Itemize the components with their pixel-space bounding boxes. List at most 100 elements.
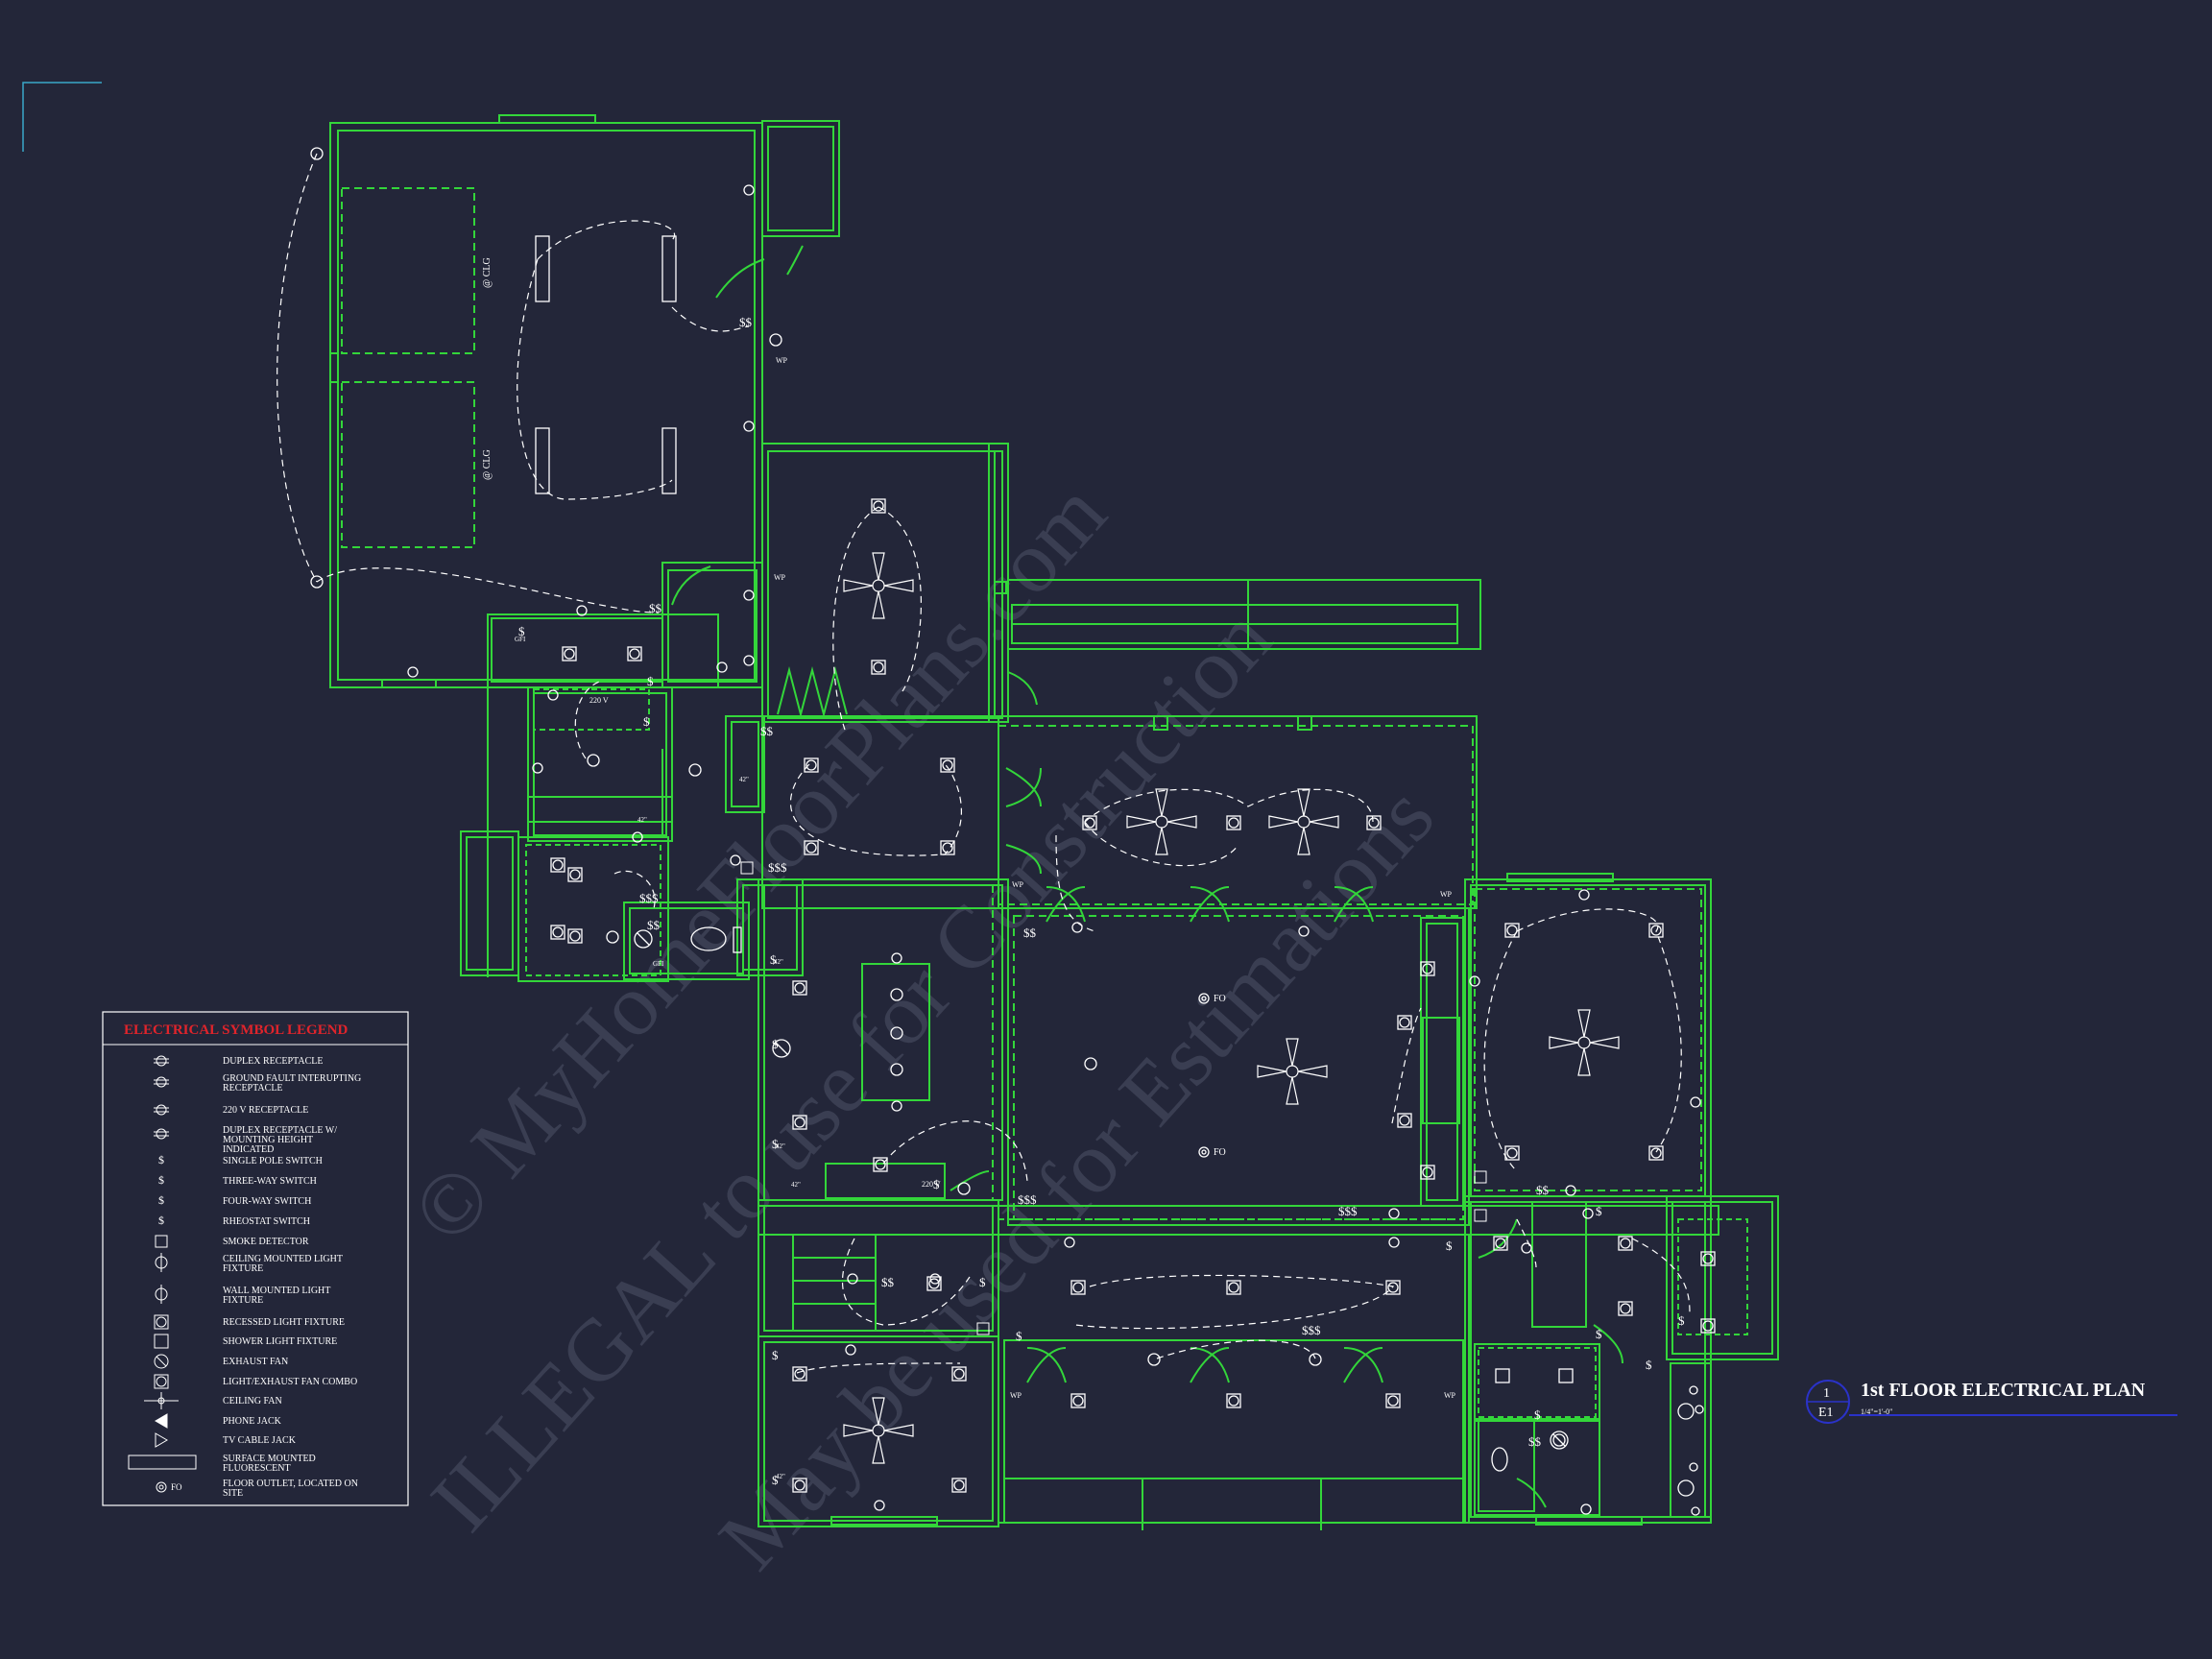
duplex-receptacle-height-icon — [154, 1128, 169, 1140]
electrical-symbol-legend: ELECTRICAL SYMBOL LEGEND DUPLEX RECEPTAC… — [102, 1011, 409, 1506]
svg-text:$: $ — [1646, 1358, 1652, 1372]
svg-text:$: $ — [979, 1275, 986, 1289]
recessed-light-icon — [154, 1314, 169, 1330]
legend-row: PHONE JACK — [155, 1413, 282, 1429]
legend-label: SMOKE DETECTOR — [223, 1237, 309, 1247]
svg-text:$: $ — [1446, 1238, 1453, 1253]
gfi-receptacle-icon — [154, 1076, 169, 1088]
clg-label-1: @ CLG — [482, 257, 493, 288]
shower-light-icon — [154, 1334, 169, 1349]
h42-label-6: 42" — [791, 1181, 801, 1189]
svg-text:$: $ — [933, 1177, 940, 1191]
legend-row: $ THREE-WAY SWITCH — [158, 1173, 317, 1187]
svg-text:$: $ — [1678, 1313, 1685, 1328]
wp-label-4: WP — [1440, 890, 1453, 899]
legend-row: TV CABLE JACK — [155, 1432, 297, 1448]
clg-label-2: @ CLG — [482, 449, 493, 480]
floor-outlet-fo-label: FO — [171, 1482, 182, 1492]
wp-label-5: WP — [1010, 1391, 1022, 1400]
floor-plan-walls — [329, 114, 1779, 1530]
h42-label-2: 42" — [637, 816, 647, 824]
svg-text:$$: $$ — [1536, 1183, 1550, 1197]
sheet-number: 1 — [1823, 1386, 1830, 1401]
svg-text:$$$: $$$ — [768, 860, 787, 875]
ceiling-light-icon — [155, 1253, 168, 1272]
phone-jack-icon — [155, 1413, 168, 1429]
legend-row: DUPLEX RECEPTACLE — [154, 1055, 323, 1067]
gfi-label-1: GFI — [515, 636, 526, 643]
svg-text:$: $ — [772, 1348, 779, 1362]
svg-text:$$: $$ — [760, 724, 774, 738]
exhaust-fans — [634, 929, 1569, 1450]
legend-rows: DUPLEX RECEPTACLE GROUND FAULT INTERUPTIN… — [128, 1055, 361, 1499]
v220-label-1: 220 V — [589, 696, 609, 705]
wp-label-1: WP — [776, 356, 788, 365]
svg-text:$$$: $$$ — [1018, 1192, 1037, 1207]
svg-text:$: $ — [772, 1037, 779, 1051]
svg-text:$$: $$ — [1023, 926, 1037, 940]
svg-text:$: $ — [770, 952, 777, 967]
legend-row: $ SINGLE POLE SWITCH — [158, 1153, 323, 1166]
fluorescent-icon — [128, 1455, 197, 1470]
light-exhaust-fan-icon — [154, 1374, 169, 1389]
legend-label: THREE-WAY SWITCH — [223, 1176, 317, 1187]
fixtures: $$ $$ $ $$ $$$ $$$ $$ $$$ $$ $ $ $$$ $$$… — [310, 147, 1716, 1516]
legend-row: RECESSED LIGHT FIXTURE — [154, 1314, 345, 1330]
svg-text:$$: $$ — [739, 315, 753, 329]
legend-label: 220 V RECEPTACLE — [223, 1105, 308, 1116]
svg-text:$: $ — [1534, 1407, 1541, 1422]
svg-text:$: $ — [772, 1473, 779, 1487]
svg-text:$$: $$ — [649, 601, 662, 615]
legend-row: SMOKE DETECTOR — [155, 1235, 309, 1248]
duplex-receptacle-icon — [154, 1055, 169, 1067]
svg-text:$: $ — [647, 674, 654, 688]
svg-text:$$: $$ — [881, 1275, 895, 1289]
h42-label-4: 42" — [776, 1142, 785, 1150]
switches: $$ $$ $ $$ $$$ $$$ $$ $$$ $$ $ $ $$$ $$$… — [518, 315, 1685, 1487]
legend-label: EXHAUST FAN — [223, 1357, 288, 1367]
sheet-id: E1 — [1818, 1406, 1834, 1420]
v220-label-2: 220 V — [922, 1180, 941, 1189]
svg-text:$: $ — [158, 1153, 164, 1166]
h42-label-3: 42" — [774, 958, 783, 966]
svg-text:$: $ — [518, 624, 525, 638]
svg-text:$$$: $$$ — [1338, 1204, 1358, 1218]
circuit-wiring — [276, 153, 1691, 1374]
rheostat-switch-icon: $ — [158, 1214, 164, 1227]
legend-row: 220 V RECEPTACLE — [154, 1104, 308, 1116]
svg-text:$: $ — [1596, 1327, 1602, 1341]
legend-row: $FOUR-WAY SWITCH — [158, 1193, 311, 1207]
h42-label-5: 42" — [776, 1473, 785, 1480]
tv-cable-jack-icon — [155, 1432, 168, 1448]
legend-label: SINGLE POLE SWITCH — [223, 1156, 323, 1166]
svg-text:$: $ — [158, 1173, 164, 1187]
legend-label: TV CABLE JACK — [223, 1435, 297, 1446]
legend-title: ELECTRICAL SYMBOL LEGEND — [124, 1022, 349, 1038]
gfi-label-2: GFI — [653, 960, 664, 968]
svg-text:$$: $$ — [1528, 1434, 1542, 1449]
legend-label: RECESSED LIGHT FIXTURE — [223, 1317, 345, 1328]
drawing-title-block: 1 E1 1st FLOOR ELECTRICAL PLAN 1/4"=1'-0… — [1806, 1380, 2177, 1424]
legend-label: FOUR-WAY SWITCH — [223, 1196, 311, 1207]
ceiling-fans — [843, 552, 1620, 1464]
legend-row: EXHAUST FAN — [154, 1354, 288, 1369]
legend-row: $RHEOSTAT SWITCH — [158, 1214, 310, 1227]
legend-row: CEILING FAN — [144, 1392, 282, 1409]
plan-annotations: @ CLG @ CLG FO FO WP WP WP WP WP WP GFI … — [482, 257, 1456, 1480]
legend-frame — [102, 1011, 409, 1506]
single-pole-switch-icon: $ — [158, 1153, 164, 1166]
h42-label-1: 42" — [739, 776, 749, 783]
wall-light-icon — [155, 1285, 168, 1304]
fo-label-1: FO — [1214, 994, 1226, 1004]
